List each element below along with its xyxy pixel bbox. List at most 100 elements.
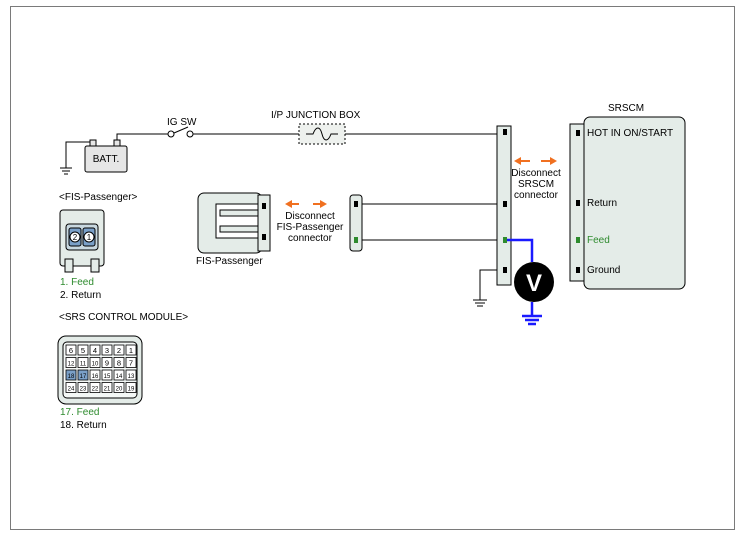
srs-pin-cell — [101, 382, 113, 393]
ig-switch — [167, 126, 194, 138]
srs-pin-cell — [89, 382, 101, 393]
voltmeter — [514, 262, 554, 302]
fis-face-pin-2: 2 — [73, 233, 78, 242]
srs-pin-number: 11 — [80, 362, 87, 368]
srs-pin-number: 16 — [92, 374, 99, 380]
splice-pin-4 — [503, 267, 507, 273]
srs-pin-cell — [113, 344, 125, 356]
battery-ground-symbol — [60, 141, 93, 175]
splice-ground-symbol — [473, 269, 497, 307]
srs-pin-cell — [77, 357, 89, 368]
disconnect-srscm-label-line3: connector — [514, 190, 558, 201]
srs-pin-number: 19 — [128, 387, 135, 393]
battery-label: BATT. — [92, 154, 120, 165]
fis-passenger-label: FIS-Passenger — [196, 256, 263, 267]
srs-pin-number: 7 — [129, 359, 133, 368]
srs-pin-number: 9 — [105, 359, 109, 368]
srscm-pin-ground-label: Ground — [587, 265, 621, 276]
disconnect-fis-label-line1: Disconnect — [285, 211, 335, 222]
srs-pin-number: 22 — [92, 387, 99, 393]
fis-connector-face — [59, 209, 105, 273]
srs-pin-number: 12 — [68, 362, 75, 368]
fis-pin-2 — [262, 234, 266, 240]
disconnect-srscm-label-line2: SRSCM — [517, 179, 555, 190]
squib-symbol — [215, 203, 259, 239]
srs-pin-number: 13 — [128, 374, 135, 380]
srs-pin-cell — [89, 357, 101, 368]
srs-pin-number: 8 — [117, 359, 121, 368]
disconnect-fis-label-line2: FIS-Passenger — [276, 222, 344, 233]
junction-box-label: I/P JUNCTION BOX — [271, 110, 361, 121]
disconnect-srscm-label-line1: Disconnect — [511, 168, 561, 179]
srs-pin-cell — [125, 357, 137, 368]
srs-pin-number: 14 — [116, 374, 123, 380]
srs-pin-cell — [65, 357, 77, 368]
srs-module-connector-title: <SRS CONTROL MODULE> — [59, 312, 189, 323]
disconnect-fis-label-line3: connector — [288, 233, 332, 244]
srs-pin-number: 5 — [81, 346, 85, 355]
battery-positive-terminal — [113, 139, 121, 147]
fis-connector-pin-feed: 1. Feed — [60, 277, 94, 288]
disconnect-srscm-arrows — [514, 157, 557, 165]
srs-pin-cell — [89, 369, 101, 381]
srs-pin-cell — [113, 369, 125, 381]
srs-pin-cell — [65, 369, 77, 381]
ig-switch-label: IG SW — [167, 117, 197, 128]
srs-pin-cell — [65, 382, 77, 393]
srs-pin-number: 1 — [129, 346, 133, 355]
srscm-pin-hot-label: HOT IN ON/START — [587, 128, 674, 139]
splice-pin-1 — [503, 129, 507, 135]
srs-pin-cell — [125, 344, 137, 356]
srs-pin-number: 18 — [68, 374, 75, 380]
srs-pin-number: 23 — [80, 387, 87, 393]
fis-to-splice-wires — [362, 203, 497, 241]
srscm-pin-hot — [576, 130, 580, 136]
srs-pin-number: 24 — [68, 387, 75, 393]
srs-pin-cell — [77, 382, 89, 393]
srs-pin-cell — [77, 344, 89, 356]
srs-pin-cell — [101, 369, 113, 381]
fis-connector-title: <FIS-Passenger> — [59, 192, 138, 203]
srs-pin-cell — [77, 369, 89, 381]
srs-pin-number: 10 — [92, 362, 99, 368]
fis-pin-1 — [262, 203, 266, 209]
srs-pin-cell — [89, 344, 101, 356]
disconnect-fis-arrows — [285, 200, 327, 208]
splice-pin-2 — [503, 201, 507, 207]
srs-pin-number: 3 — [105, 346, 109, 355]
srs-pin-cell — [125, 382, 137, 393]
srs-pin-number: 21 — [104, 387, 111, 393]
fis-face-pin-1: 1 — [87, 233, 92, 242]
fis-harness-pin-feed — [354, 237, 358, 243]
srs-pin-cell — [113, 382, 125, 393]
fis-harness-connector — [349, 194, 363, 252]
fis-harness-pin-return — [354, 201, 358, 207]
srs-pin-cell — [65, 344, 77, 356]
srs-pin-cell — [101, 344, 113, 356]
srs-pin-number: 2 — [117, 346, 121, 355]
srs-pin-number: 4 — [93, 346, 97, 355]
srscm-pin-ground — [576, 267, 580, 273]
srs-module-pin-feed: 17. Feed — [60, 407, 100, 418]
srs-pin-number: 17 — [80, 374, 87, 380]
srs-pin-cell — [113, 357, 125, 368]
battery-feed-wire — [116, 133, 497, 140]
fuse-icon — [306, 127, 338, 141]
srscm-pin-feed — [576, 237, 580, 243]
srscm-pin-return-label: Return — [587, 198, 618, 209]
voltmeter-leads — [507, 238, 542, 326]
srs-pin-cell — [125, 369, 137, 381]
diagram-frame — [10, 6, 735, 530]
srs-module-pin-return: 18. Return — [60, 420, 107, 431]
srs-pin-cell — [101, 357, 113, 368]
srs-pin-number: 20 — [116, 387, 123, 393]
fis-connector-pin-return: 2. Return — [60, 290, 102, 301]
voltmeter-symbol: V — [526, 270, 542, 297]
battery — [84, 145, 128, 173]
splice-pin-3 — [503, 237, 507, 243]
srscm-pin-feed-label: Feed — [587, 235, 610, 246]
battery-negative-terminal — [89, 139, 97, 147]
srs-pin-number: 15 — [104, 374, 111, 380]
